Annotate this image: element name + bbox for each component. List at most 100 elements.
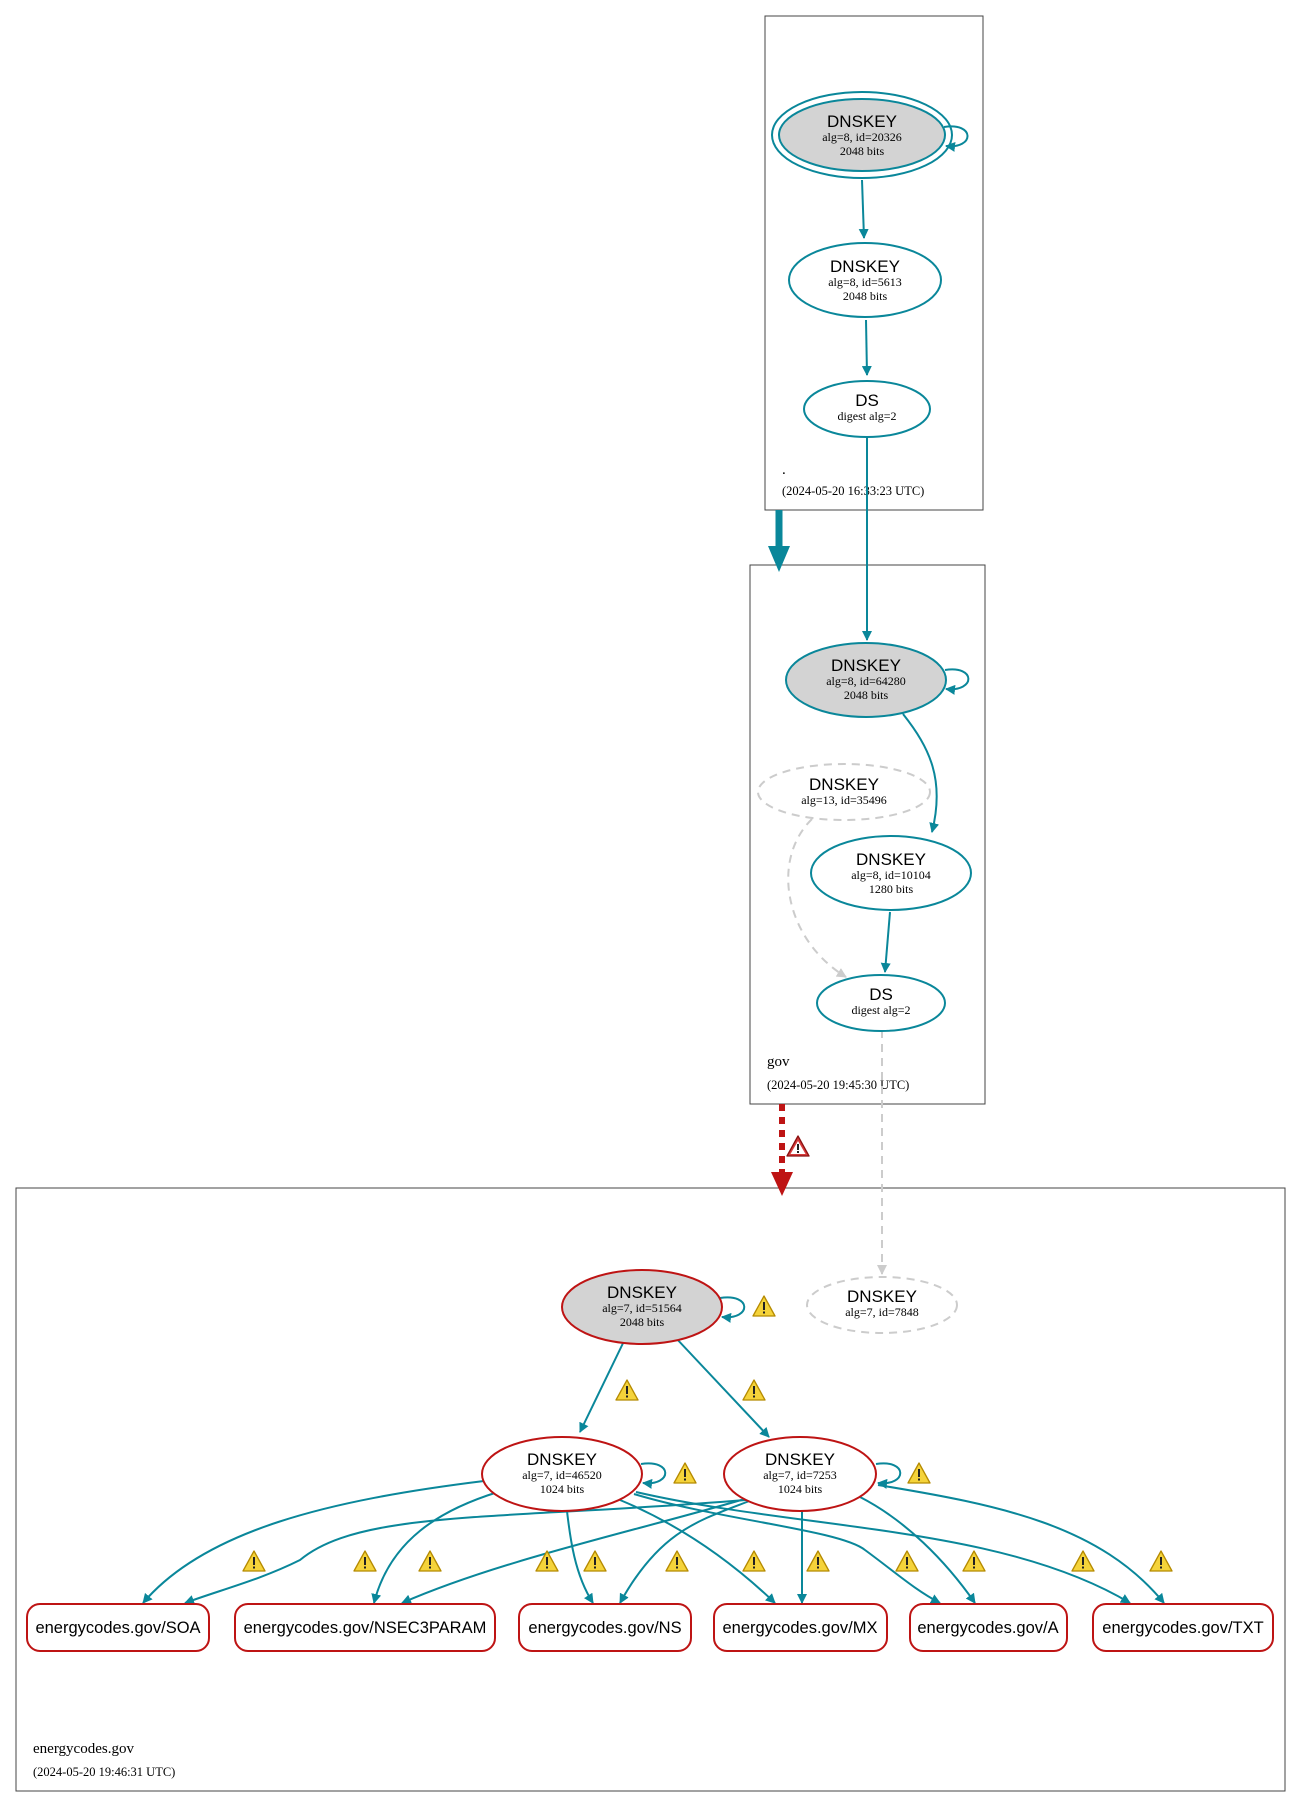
error-icon	[786, 1135, 810, 1157]
edge	[565, 1501, 594, 1604]
node-detail: 2048 bits	[840, 144, 885, 158]
warning-icon	[742, 1379, 766, 1401]
node-title: DNSKEY	[847, 1287, 917, 1306]
dnskey-node-gov-missing[interactable]: DNSKEY alg=13, id=35496	[757, 763, 931, 821]
edge	[877, 1484, 1165, 1604]
warnings	[242, 1295, 1173, 1572]
node-title: DNSKEY	[830, 257, 900, 276]
energycodes-key-edges	[579, 1296, 902, 1489]
edge	[859, 1496, 976, 1604]
warning-icon	[742, 1550, 766, 1572]
dnskey-node-energycodes-missing[interactable]: DNSKEY alg=7, id=7848	[806, 1276, 958, 1334]
node-detail: 2048 bits	[844, 688, 889, 702]
zone-timestamp: (2024-05-20 19:45:30 UTC)	[767, 1078, 909, 1092]
node-title: DNSKEY	[765, 1450, 835, 1469]
warning-icon	[242, 1550, 266, 1572]
rrset-label: energycodes.gov/SOA	[35, 1619, 200, 1637]
rrset-label: energycodes.gov/NS	[528, 1619, 681, 1637]
warning-icon	[418, 1550, 442, 1572]
warning-icon	[895, 1550, 919, 1572]
rrset-label: energycodes.gov/TXT	[1102, 1619, 1263, 1637]
dnskey-node-energycodes-zsk-46520[interactable]: DNSKEY alg=7, id=46520 1024 bits	[481, 1436, 643, 1512]
node-detail: alg=8, id=5613	[828, 275, 902, 289]
edge	[635, 1491, 1131, 1604]
dnskey-node-gov-zsk[interactable]: DNSKEY alg=8, id=10104 1280 bits	[810, 835, 972, 911]
zone-energycodes: energycodes.gov (2024-05-20 19:46:31 UTC…	[15, 1187, 1286, 1792]
rrset-node-txt[interactable]: energycodes.gov/TXT	[1092, 1603, 1274, 1652]
zone-name: gov	[767, 1054, 790, 1070]
warning-icon	[673, 1462, 697, 1484]
rrset-label: energycodes.gov/NSEC3PARAM	[244, 1619, 487, 1637]
edge	[401, 1497, 749, 1604]
rrset-node-mx[interactable]: energycodes.gov/MX	[713, 1603, 888, 1652]
node-detail: 2048 bits	[620, 1315, 665, 1329]
edge	[880, 911, 891, 973]
node-detail: 1024 bits	[778, 1482, 823, 1496]
self-loop	[640, 1462, 667, 1489]
edge-missing	[787, 818, 847, 978]
node-detail: alg=13, id=35496	[801, 793, 887, 807]
node-title: DS	[855, 391, 879, 410]
self-loop	[719, 1296, 746, 1323]
warning-icon	[615, 1379, 639, 1401]
node-detail: alg=7, id=46520	[522, 1468, 602, 1482]
ds-node-gov[interactable]: DS digest alg=2	[816, 974, 946, 1032]
edge	[579, 1336, 627, 1433]
ds-node-root[interactable]: DS digest alg=2	[803, 380, 931, 438]
node-title: DS	[869, 985, 893, 1004]
warning-icon	[535, 1550, 559, 1572]
warning-icon	[962, 1550, 986, 1572]
zone-timestamp: (2024-05-20 16:33:23 UTC)	[782, 484, 924, 498]
rrset-node-ns[interactable]: energycodes.gov/NS	[518, 1603, 692, 1652]
self-loop	[943, 125, 969, 152]
edge	[674, 1336, 770, 1438]
dnskey-node-root-ksk[interactable]: DNSKEY alg=8, id=20326 2048 bits	[771, 91, 953, 179]
dnskey-node-gov-ksk[interactable]: DNSKEY alg=8, id=64280 2048 bits	[785, 642, 947, 718]
warning-icon	[1149, 1550, 1173, 1572]
node-detail: alg=7, id=7848	[845, 1305, 919, 1319]
zone-name: .	[782, 462, 786, 478]
zone-root: . (2024-05-20 16:33:23 UTC)	[764, 15, 984, 511]
self-loop	[875, 1462, 902, 1489]
rrset-node-nsec3param[interactable]: energycodes.gov/NSEC3PARAM	[234, 1603, 496, 1652]
rrset-label: energycodes.gov/A	[917, 1619, 1058, 1637]
zone-name: energycodes.gov	[33, 1741, 134, 1757]
edge	[861, 319, 872, 376]
warning-icon	[1071, 1550, 1095, 1572]
node-title: DNSKEY	[827, 112, 897, 131]
edge	[858, 179, 869, 239]
warning-icon	[752, 1295, 776, 1317]
warning-icon	[665, 1550, 689, 1572]
node-detail: alg=8, id=20326	[822, 130, 902, 144]
warning-icon	[583, 1550, 607, 1572]
node-detail: alg=8, id=64280	[826, 674, 906, 688]
node-detail: alg=8, id=10104	[851, 868, 931, 882]
rrset-node-a[interactable]: energycodes.gov/A	[909, 1603, 1068, 1652]
warning-icon	[353, 1550, 377, 1572]
delegation-gov-to-energycodes	[771, 1104, 810, 1196]
warning-icon	[907, 1462, 931, 1484]
dnskey-node-energycodes-ksk[interactable]: DNSKEY alg=7, id=51564 2048 bits	[561, 1269, 723, 1345]
gov-edges	[787, 668, 970, 1275]
zone-timestamp: (2024-05-20 19:46:31 UTC)	[33, 1765, 175, 1779]
node-detail: 1024 bits	[540, 1482, 585, 1496]
node-title: DNSKEY	[527, 1450, 597, 1469]
warning-icon	[806, 1550, 830, 1572]
node-detail: digest alg=2	[851, 1003, 910, 1017]
node-title: DNSKEY	[809, 775, 879, 794]
node-detail: alg=7, id=7253	[763, 1468, 837, 1482]
node-detail: digest alg=2	[837, 409, 896, 423]
rrset-label: energycodes.gov/MX	[722, 1619, 877, 1637]
node-detail: 2048 bits	[843, 289, 888, 303]
edge	[902, 713, 940, 833]
node-title: DNSKEY	[607, 1283, 677, 1302]
edge	[619, 1499, 776, 1604]
node-detail: alg=7, id=51564	[602, 1301, 682, 1315]
edge	[619, 1499, 753, 1604]
dnskey-node-energycodes-zsk-7253[interactable]: DNSKEY alg=7, id=7253 1024 bits	[723, 1436, 877, 1512]
node-title: DNSKEY	[831, 656, 901, 675]
dnskey-node-root-zsk[interactable]: DNSKEY alg=8, id=5613 2048 bits	[788, 242, 942, 318]
rrset-node-soa[interactable]: energycodes.gov/SOA	[26, 1603, 210, 1652]
delegation-root-to-gov	[768, 510, 790, 572]
